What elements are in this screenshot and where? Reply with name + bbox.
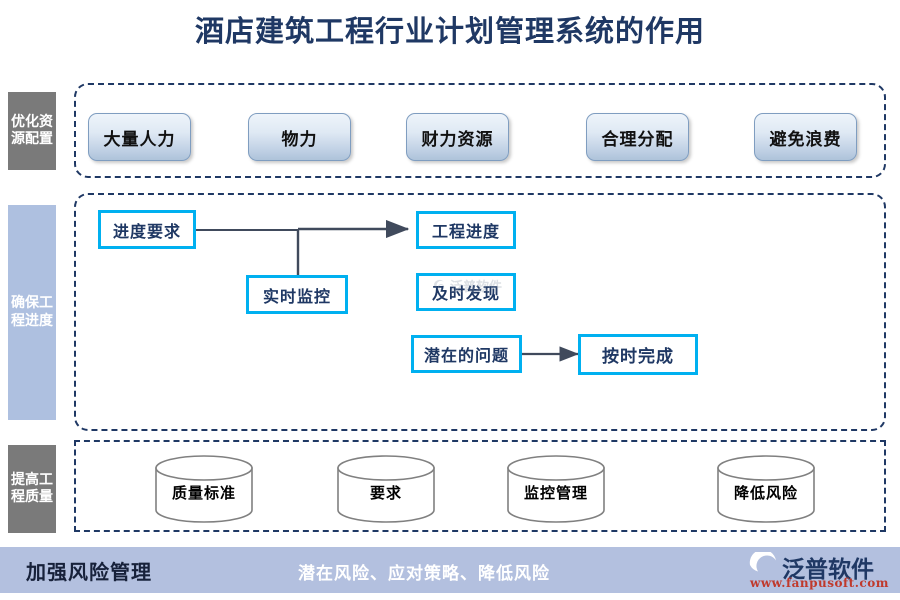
footer-left-text: 加强风险管理	[26, 560, 152, 584]
flow-box-gong-cheng-jin-du[interactable]: 工程进度	[416, 211, 516, 249]
brand-logo[interactable]: 泛普软件 www.fanpusoft.com	[748, 549, 888, 593]
section-label-quality-text: 提高工程质量	[11, 471, 53, 506]
section-container-quality	[74, 440, 886, 532]
cylinder-jian-kong-guan-li[interactable]: 监控管理	[506, 455, 606, 523]
cylinder-icon	[507, 455, 605, 523]
footer-band: 加强风险管理 潜在风险、应对策略、降低风险	[0, 547, 900, 593]
section-container-progress	[74, 193, 886, 431]
section-label-resource-text: 优化资源配置	[11, 113, 53, 148]
cylinder-icon	[337, 455, 435, 523]
footer-center-text: 潜在风险、应对策略、降低风险	[298, 564, 550, 584]
flow-box-label: 工程进度	[431, 222, 500, 241]
cylinder-icon	[155, 455, 253, 523]
pill-label: 避免浪费	[769, 129, 842, 150]
flow-box-label: 潜在的问题	[423, 346, 509, 365]
page-title: 酒店建筑工程行业计划管理系统的作用	[194, 14, 705, 48]
section-label-progress-text: 确保工程进度	[11, 295, 53, 329]
cylinder-label: 降低风险	[733, 484, 798, 502]
cylinder-label: 监控管理	[523, 484, 588, 502]
logo-url: www.fanpusoft.com	[750, 576, 889, 590]
flow-box-jin-du-yao-qiu[interactable]: 进度要求	[98, 210, 196, 249]
pill-bi-mian-lang-fei[interactable]: 避免浪费	[754, 113, 857, 161]
fanpu-logo-icon	[749, 552, 776, 576]
cylinder-label: 质量标准	[171, 484, 236, 502]
cylinder-yao-qiu[interactable]: 要求	[336, 455, 436, 523]
section-label-resource: 优化资源配置	[8, 92, 56, 170]
flow-box-label: 按时完成	[602, 347, 674, 367]
flow-box-ji-shi-fa-xian[interactable]: 及时发现	[416, 273, 516, 311]
section-label-quality: 提高工程质量	[8, 445, 56, 533]
pill-label: 大量人力	[103, 129, 176, 150]
section-label-progress: 确保工程进度	[8, 205, 56, 420]
pill-label: 合理分配	[601, 129, 674, 150]
flow-box-qian-zai-de-wen-ti[interactable]: 潜在的问题	[411, 335, 522, 373]
pill-he-li-fen-pei[interactable]: 合理分配	[586, 113, 689, 161]
logo-wordmark: 泛普软件	[782, 556, 874, 583]
cylinder-zhi-liang-biao-zhun[interactable]: 质量标准	[154, 455, 254, 523]
pill-cai-li-zi-yuan[interactable]: 财力资源	[406, 113, 509, 161]
flow-box-label: 及时发现	[431, 284, 500, 303]
section-container-resource	[74, 83, 886, 178]
flow-box-label: 实时监控	[262, 286, 331, 306]
cylinder-label: 要求	[369, 484, 402, 502]
pill-label: 物力	[281, 129, 318, 150]
flow-box-label: 进度要求	[112, 221, 181, 241]
pill-da-liang-ren-li[interactable]: 大量人力	[88, 113, 191, 161]
flow-box-an-shi-wan-cheng[interactable]: 按时完成	[578, 334, 698, 375]
pill-label: 财力资源	[421, 129, 494, 150]
cylinder-icon	[717, 455, 815, 523]
pill-wu-li[interactable]: 物力	[248, 113, 351, 161]
flow-box-shi-shi-jian-kong[interactable]: 实时监控	[246, 275, 348, 314]
cylinder-jiang-di-feng-xian[interactable]: 降低风险	[716, 455, 816, 523]
